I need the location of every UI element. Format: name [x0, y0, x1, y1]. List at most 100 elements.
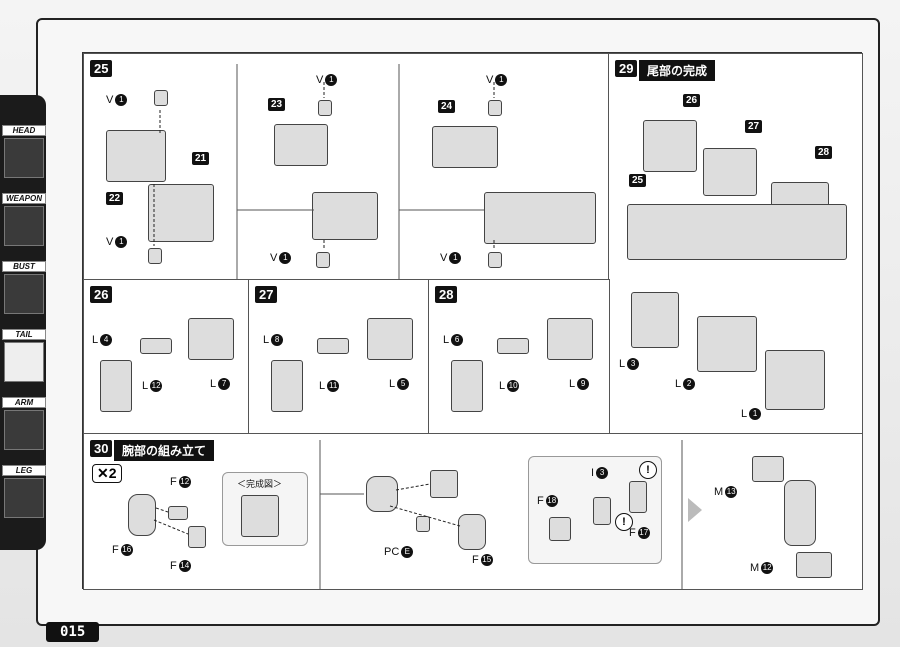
tail-icon — [4, 342, 44, 382]
part-number: 24 — [438, 100, 456, 113]
leg-icon — [4, 478, 44, 518]
tab-label: LEG — [2, 465, 46, 476]
tab-label: BUST — [2, 261, 46, 272]
warning-icon: ! — [639, 461, 657, 479]
fin-part — [765, 350, 825, 410]
pin-part — [318, 100, 332, 116]
step-title: 尾部の完成 — [639, 60, 716, 81]
arm-part — [128, 494, 156, 536]
joint-part — [497, 338, 529, 354]
pin-part — [316, 252, 330, 268]
tab-arm[interactable]: ARM — [2, 397, 46, 461]
step-number: 28 — [435, 286, 458, 303]
polycap-part — [416, 516, 430, 532]
step-number: 30 — [90, 440, 113, 457]
tab-label: TAIL — [2, 329, 46, 340]
arm-part — [458, 514, 486, 550]
warning-icon: ! — [615, 513, 633, 531]
fin-part — [631, 292, 679, 348]
part-number: 27 — [745, 120, 763, 133]
pin-part — [488, 100, 502, 116]
joint-part — [168, 506, 188, 520]
tab-head[interactable]: HEAD — [2, 125, 46, 189]
joint-part — [317, 338, 349, 354]
step-title: 腕部の組み立て — [114, 440, 215, 461]
weapon-icon — [4, 206, 44, 246]
tab-bust[interactable]: BUST — [2, 261, 46, 325]
step-number: 27 — [255, 286, 278, 303]
armor-part — [451, 360, 483, 412]
tail-segment-part — [312, 192, 378, 240]
divider-lines — [153, 440, 683, 589]
tab-label: ARM — [2, 397, 46, 408]
part-number: 21 — [192, 152, 210, 165]
armor-part — [643, 120, 697, 172]
tab-label: HEAD — [2, 125, 46, 136]
joint-part — [549, 517, 571, 541]
tab-weapon[interactable]: WEAPON — [2, 193, 46, 257]
tail-segment-part — [148, 184, 214, 242]
step-number: 25 — [90, 60, 113, 77]
shoulder-part — [366, 476, 398, 512]
completed-view-inset: ＜完成図＞ — [222, 472, 308, 546]
arm-assembly-part — [784, 480, 816, 546]
page-number: 015 — [46, 622, 100, 642]
armor-part — [547, 318, 593, 360]
joint-part — [629, 481, 647, 513]
armor-part — [752, 456, 784, 482]
inset-title: ＜完成図＞ — [237, 479, 283, 489]
divider-lines — [153, 64, 495, 280]
fin-part — [697, 316, 757, 372]
head-icon — [4, 138, 44, 178]
pin-part — [154, 90, 168, 106]
bust-icon — [4, 274, 44, 314]
step-number: 29 — [615, 60, 638, 77]
armor-part — [367, 318, 413, 360]
tab-label: WEAPON — [2, 193, 46, 204]
completed-arm-part — [241, 495, 279, 537]
tail-assembly-part — [627, 204, 847, 260]
armor-part — [796, 552, 832, 578]
armor-part — [188, 318, 234, 360]
step-number: 26 — [90, 286, 113, 303]
pin-part — [148, 248, 162, 264]
part-number: 26 — [683, 94, 701, 107]
arm-icon — [4, 410, 44, 450]
armor-part — [703, 148, 757, 196]
tab-leg[interactable]: LEG — [2, 465, 46, 529]
shoulder-part — [430, 470, 458, 498]
section-sidebar: HEAD WEAPON BUST TAIL ARM LEG — [0, 95, 46, 550]
tab-tail[interactable]: TAIL — [2, 329, 46, 393]
part-number: 22 — [106, 192, 124, 205]
part-number: 25 — [629, 174, 647, 187]
